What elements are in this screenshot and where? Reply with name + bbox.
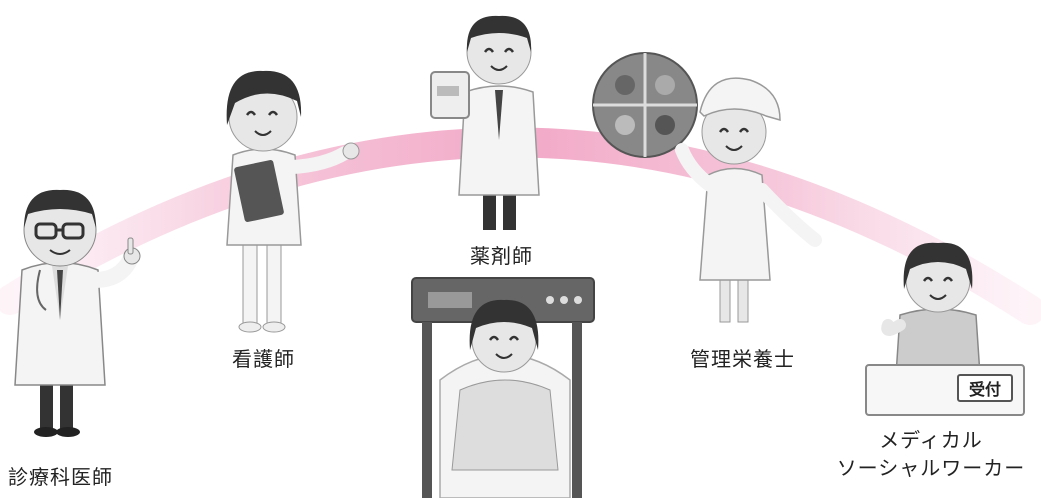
patient-in-bed-figure bbox=[411, 277, 595, 498]
pharmacist-label: 薬剤師 bbox=[470, 244, 533, 268]
social-worker-label-line1: メディカル bbox=[879, 428, 983, 452]
social-worker-figure: 受付 bbox=[865, 242, 1025, 416]
nurse-label: 看護師 bbox=[232, 347, 295, 371]
doctor-figure bbox=[14, 189, 141, 437]
nurse-figure bbox=[226, 70, 360, 333]
dietitian-figure bbox=[592, 52, 822, 323]
pharmacist-figure bbox=[430, 15, 540, 230]
reception-sign-text: 受付 bbox=[969, 380, 1001, 399]
social-worker-label-line2: ソーシャルワーカー bbox=[836, 456, 1026, 480]
dietitian-label: 管理栄養士 bbox=[690, 347, 795, 371]
doctor-label: 診療科医師 bbox=[8, 465, 113, 489]
social-worker-label: メディカル ソーシャルワーカー bbox=[826, 426, 1036, 482]
